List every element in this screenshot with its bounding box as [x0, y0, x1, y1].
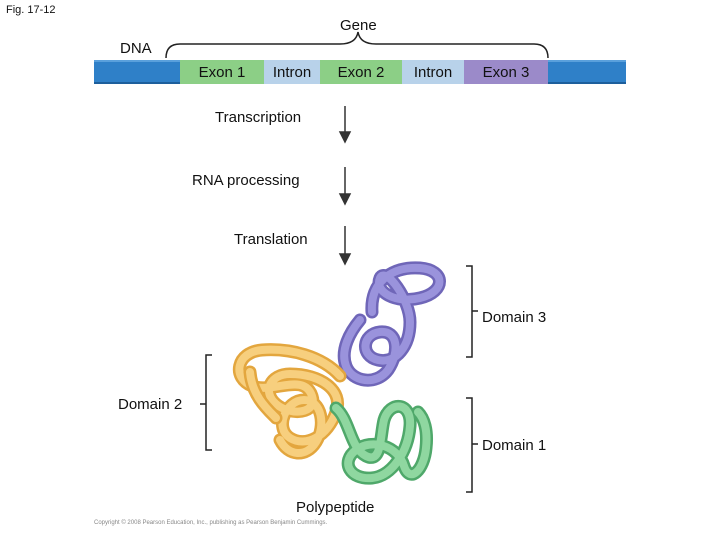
domain-3-label: Domain 3 — [482, 309, 547, 326]
transcription-label: Transcription — [215, 109, 302, 126]
transcription-arrow — [338, 106, 352, 144]
domain-2-coil — [232, 343, 347, 460]
translation-arrow — [338, 226, 352, 266]
domain-1-bracket — [466, 397, 478, 493]
rna-processing-label: RNA processing — [192, 172, 300, 189]
polypeptide-label: Polypeptide — [296, 499, 375, 516]
intron-2-segment: Intron — [402, 60, 464, 84]
figure-label: Fig. 17-12 — [6, 4, 56, 16]
dna-label: DNA — [120, 40, 152, 57]
domain-2-label: Domain 2 — [118, 396, 183, 413]
copyright-text: Copyright © 2008 Pearson Education, Inc.… — [94, 520, 328, 526]
gene-brace — [165, 31, 549, 59]
domain-3-bracket — [466, 265, 478, 358]
translation-label: Translation — [234, 231, 308, 248]
exon-2-segment: Exon 2 — [320, 60, 402, 84]
domain-1-label: Domain 1 — [482, 437, 547, 454]
domain-3-coil — [337, 261, 446, 387]
exon-3-segment: Exon 3 — [464, 60, 548, 84]
intron-1-segment: Intron — [264, 60, 320, 84]
gene-label: Gene — [340, 17, 377, 34]
exon-1-segment: Exon 1 — [180, 60, 264, 84]
domain-2-bracket — [200, 354, 212, 451]
domain-1-coil — [329, 399, 433, 485]
rna-processing-arrow — [338, 167, 352, 206]
